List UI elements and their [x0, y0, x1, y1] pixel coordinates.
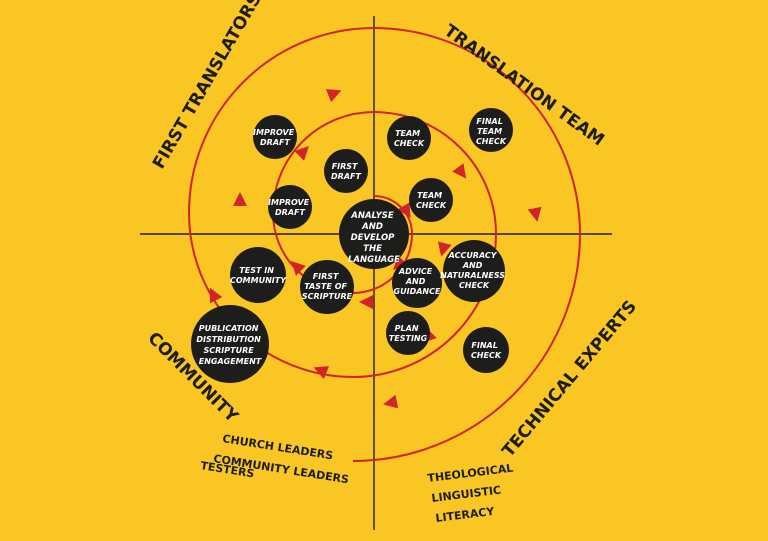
svg-text:TEAM CHECK: TEAM CHECK	[394, 129, 425, 148]
node-team-check-inner: TEAM CHECK	[387, 116, 431, 160]
node-label-line: GUIDANCE	[394, 287, 441, 296]
node-label-line: CHECK	[459, 281, 490, 290]
spiral-arrow	[294, 146, 309, 161]
node-label-line: TEAM	[395, 129, 420, 138]
node-label-line: FIRST	[332, 162, 358, 171]
spiral-arrow	[527, 206, 542, 222]
node-label-line: DRAFT	[275, 208, 305, 217]
svg-text:TEAM CHECK: TEAM CHECK	[416, 191, 447, 210]
spiral-arrow	[383, 394, 399, 409]
node-label-line: CHECK	[476, 137, 507, 146]
spiral-arrow	[291, 261, 306, 276]
node-team-check-outer: TEAM CHECK	[409, 178, 453, 222]
node-label-line: PLAN	[395, 324, 419, 333]
node-label-line: CHECK	[471, 351, 502, 360]
node-label-line: PUBLICATION	[199, 324, 259, 333]
node-label-line: ADVICE	[398, 267, 433, 276]
node-label-line: TASTE OF	[304, 282, 347, 291]
node-center: ANALYSE AND DEVELOP THE LANGUAGE	[339, 199, 409, 269]
node-label-line: IMPROVE	[268, 198, 310, 207]
svg-text:FIRST DRAFT: FIRST DRAFT	[331, 162, 361, 181]
node-accuracy-check: ACCURACY AND NATURALNESS CHECK	[440, 240, 508, 302]
quadrant-title-first-translators: FIRST TRANSLATORS	[149, 0, 266, 172]
node-first-draft: FIRST DRAFT	[324, 149, 368, 193]
node-final-team-check: FINAL TEAM CHECK	[469, 108, 513, 152]
node-label-line: LANGUAGE	[348, 255, 400, 265]
node-label-line: TEST IN	[239, 266, 274, 275]
svg-text:IMPROVE DRAFT: IMPROVE DRAFT	[253, 128, 297, 147]
svg-text:FINAL CHECK: FINAL CHECK	[471, 341, 502, 360]
svg-text:PLAN TESTING: PLAN TESTING	[389, 324, 428, 343]
node-label-line: SCRIPTURE	[203, 346, 254, 355]
node-label-line: FINAL	[476, 117, 502, 126]
node-label-line: SCRIPTURE	[302, 292, 353, 301]
node-test-community: TEST IN COMMUNITY	[230, 247, 287, 303]
node-label-line: AND	[405, 277, 426, 286]
spiral-arrow	[397, 202, 411, 219]
node-label-line: TESTING	[389, 334, 428, 343]
node-label-line: DRAFT	[331, 172, 361, 181]
spiral-arrow	[437, 241, 452, 257]
svg-text:ANALYSE AND DEVELO: ANALYSE AND DEVELOP THE LANGUAGE	[348, 211, 400, 265]
spiral-arrow	[452, 163, 467, 179]
node-label-line: TEAM	[477, 127, 502, 136]
node-improve-draft-upper: IMPROVE DRAFT	[253, 115, 297, 159]
node-label-line: THE	[363, 244, 382, 254]
spiral-arrow	[325, 89, 342, 103]
node-label-line: NATURALNESS	[440, 271, 505, 280]
expert-role-linguistic: LINGUISTIC	[431, 484, 502, 505]
node-label-line: CHECK	[416, 201, 447, 210]
expert-role-theological: THEOLOGICAL	[427, 462, 514, 485]
spiral-arrow	[313, 366, 330, 380]
node-label-line: DISTRIBUTION	[196, 335, 261, 344]
svg-text:PUBLICATION DISTRIBUTION: PUBLICATION DISTRIBUTION SCRIPTURE ENGAG…	[196, 324, 263, 366]
node-label-line: IMPROVE	[253, 128, 295, 137]
node-plan-testing: PLAN TESTING	[386, 311, 430, 355]
svg-text:FIRST TASTE OF SCR: FIRST TASTE OF SCRIPTURE	[302, 272, 353, 301]
node-label-line: AND	[361, 222, 383, 232]
svg-text:FINAL TEAM CHECK: FINAL TEAM CHECK	[476, 117, 507, 146]
svg-text:TEST IN COMMUNITY: TEST IN COMMUNITY	[230, 266, 287, 285]
svg-text:IMPROVE DRAFT: IMPROVE DRAFT	[268, 198, 312, 217]
node-label-line: DEVELOP	[351, 233, 396, 243]
node-label-line: CHECK	[394, 139, 425, 148]
node-advice-guidance: ADVICE AND GUIDANCE	[392, 258, 442, 308]
quadrant-title-technical-experts: TECHNICAL EXPERTS	[499, 297, 641, 461]
node-label-line: FINAL	[471, 341, 497, 350]
node-label-line: TEAM	[417, 191, 442, 200]
node-improve-draft-lower: IMPROVE DRAFT	[268, 185, 312, 229]
node-label-line: AND	[462, 261, 483, 270]
node-label-line: DRAFT	[260, 138, 290, 147]
node-label-line: ACCURACY	[448, 251, 498, 260]
node-publication: PUBLICATION DISTRIBUTION SCRIPTURE ENGAG…	[191, 305, 269, 383]
node-label-line: COMMUNITY	[230, 276, 287, 285]
node-first-taste: FIRST TASTE OF SCRIPTURE	[300, 260, 354, 314]
node-final-check: FINAL CHECK	[463, 327, 509, 373]
spiral-arrow	[209, 287, 223, 304]
svg-text:ADVICE AND GUIDANC: ADVICE AND GUIDANCE	[394, 267, 441, 296]
spiral-arrow	[393, 255, 408, 270]
svg-text:ACCURACY AND NATUR: ACCURACY AND NATURALNESS CHECK	[440, 251, 508, 290]
quadrant-title-translation-team: TRANSLATION TEAM	[440, 21, 608, 151]
node-label-line: FIRST	[313, 272, 339, 281]
node-label-line: ENGAGEMENT	[199, 357, 262, 366]
expert-role-literacy: LITERACY	[435, 505, 496, 525]
node-label-line: ANALYSE	[350, 211, 394, 221]
